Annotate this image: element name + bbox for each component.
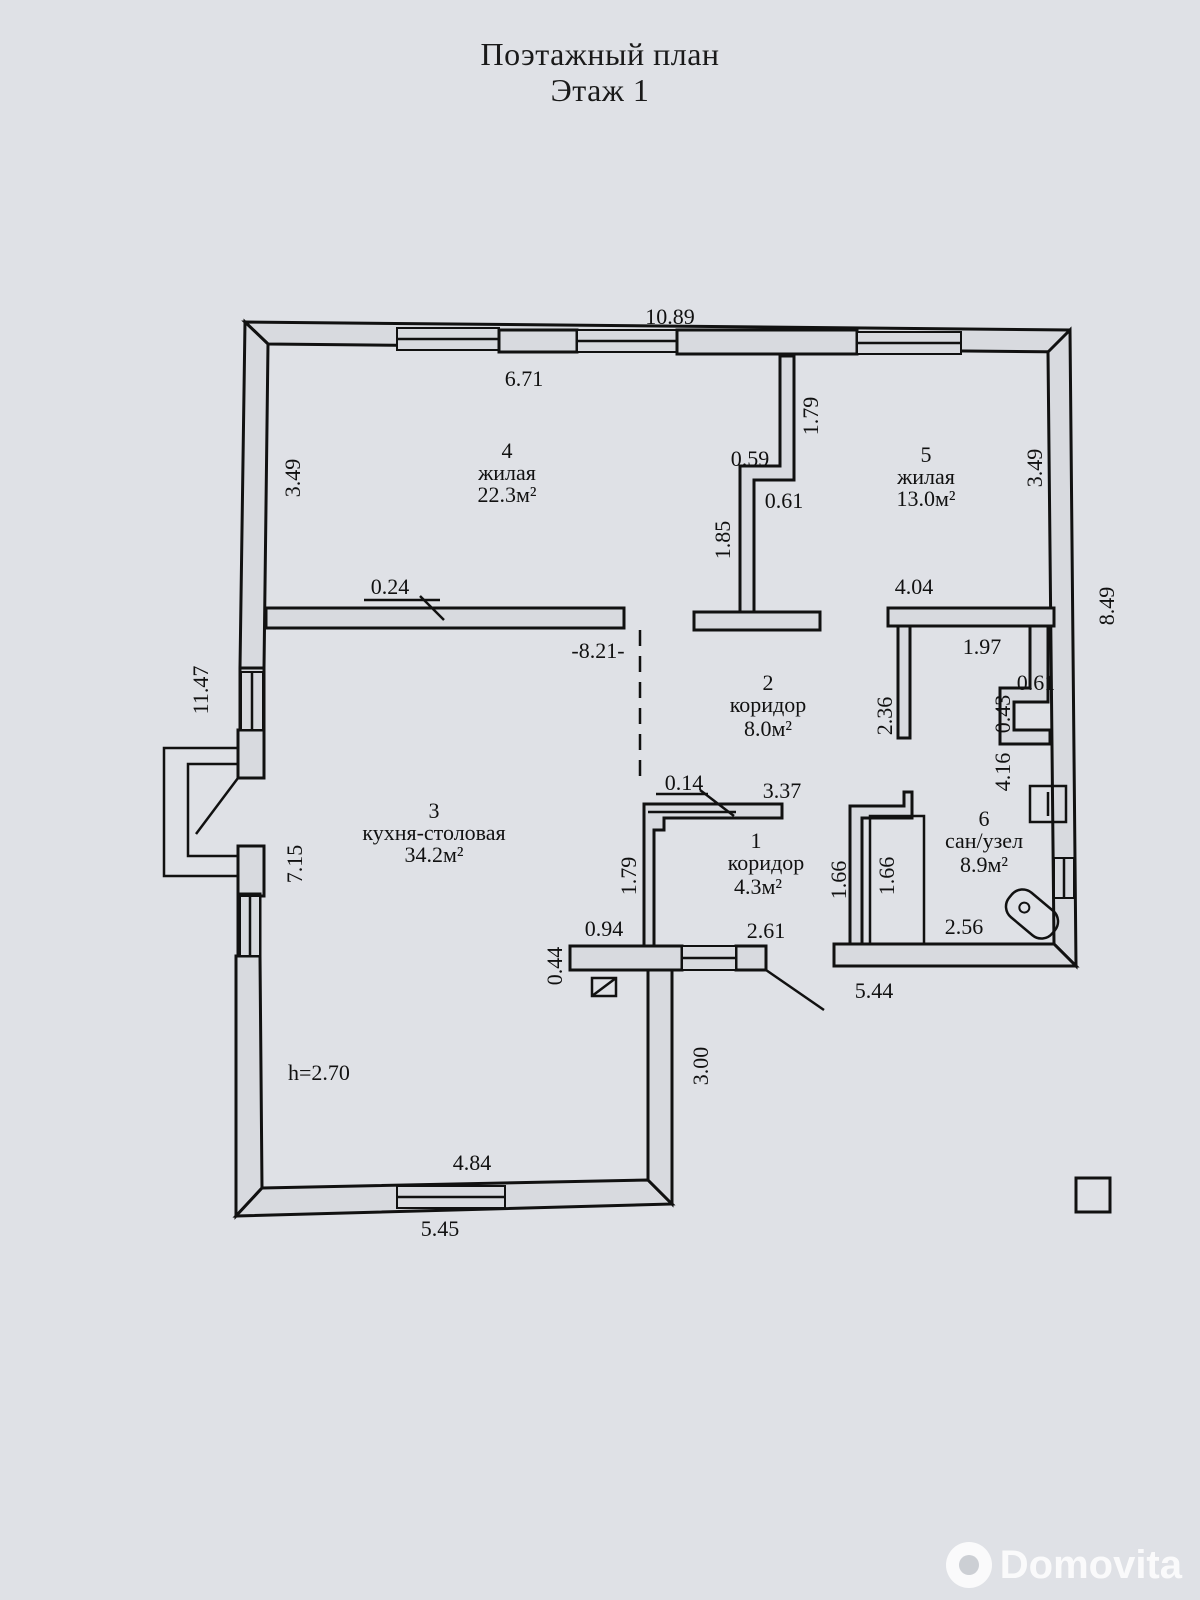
stove: [590, 976, 618, 998]
room-4-area: 22.3м²: [477, 482, 536, 507]
dim-044: 0.44: [542, 947, 567, 986]
toilet: [1004, 888, 1060, 940]
dim-261: 2.61: [747, 918, 786, 943]
entrance-door-swing: [765, 968, 825, 1012]
dim-partition-024: 0.24: [371, 574, 410, 599]
dim-right-room5: 3.49: [1022, 449, 1047, 488]
room-1-name: коридор: [728, 850, 805, 875]
room-6-name: сан/узел: [945, 828, 1023, 853]
dim-179-top: 1.79: [798, 397, 823, 436]
dim-416: 4.16: [990, 753, 1015, 792]
partition-vertical-236: [896, 624, 912, 740]
dim-061-a: 0.61: [765, 488, 804, 513]
left-wall-upper: [238, 318, 270, 670]
room-5-number: 5: [921, 442, 932, 467]
interior-walls: [264, 354, 1068, 1012]
entrance-pillar: [734, 944, 768, 972]
dim-404: 4.04: [895, 574, 934, 599]
room-4-name: жилая: [477, 460, 536, 485]
left-wall-pier-1: [236, 728, 266, 780]
room-6-number: 6: [979, 806, 990, 831]
partition-corridor-top: [692, 610, 822, 632]
room-6-area: 8.9м²: [960, 852, 1008, 877]
top-pier-1: [497, 328, 579, 354]
room-2-number: 2: [763, 670, 774, 695]
dim-059: 0.59: [731, 446, 770, 471]
left-wall-lower: [234, 954, 264, 1220]
room-5-name: жилая: [896, 464, 955, 489]
outer-walls: [232, 318, 1080, 1220]
room-1-number: 1: [751, 828, 762, 853]
bottom-right-wall: [832, 942, 1080, 968]
dim-061-b: 0.61: [1017, 670, 1056, 695]
scale-marker-square: [1074, 1176, 1112, 1214]
floor-label: Этаж 1: [550, 72, 650, 108]
dim-545: 5.45: [421, 1216, 460, 1241]
room-2-area: 8.0м²: [744, 716, 792, 741]
bathroom-left-wall: [848, 790, 914, 946]
dim-094: 0.94: [585, 916, 624, 941]
dim-179-bottom: 1.79: [616, 857, 641, 896]
dim-197: 1.97: [963, 634, 1002, 659]
room-3-area: 34.2м²: [404, 842, 463, 867]
room-labels: 4 жилая 22.3м² 5 жилая 13.0м² 2 коридор …: [362, 438, 1023, 899]
room-3-number: 3: [429, 798, 440, 823]
kitchen-right-wall: [646, 966, 674, 1208]
partition-room4-room5: [738, 354, 796, 614]
room-5-area: 13.0м²: [896, 486, 955, 511]
top-pier-2: [675, 328, 859, 356]
watermark-text: Domovita: [999, 1542, 1182, 1587]
bathtub: [868, 814, 926, 946]
dim-337: 3.37: [763, 778, 802, 803]
dim-014: 0.14: [665, 770, 704, 795]
sink: [1028, 784, 1068, 824]
dimension-labels: 10.89 6.71 3.49 3.49 8.49 11.47 7.15 0.2…: [188, 304, 1119, 1241]
plan-title: Поэтажный план: [480, 36, 720, 72]
watermark: Domovita: [945, 1542, 1182, 1588]
side-porch: [162, 746, 239, 878]
room-1-area: 4.3м²: [734, 874, 782, 899]
dim-185: 1.85: [710, 521, 735, 560]
dim-256: 2.56: [945, 914, 984, 939]
dim-043: 0.43: [990, 695, 1015, 734]
room-3-name: кухня-столовая: [362, 820, 505, 845]
dim-484: 4.84: [453, 1150, 492, 1175]
side-door-swing: [195, 777, 239, 835]
partition-corridor-1: [642, 802, 784, 948]
room-2-name: коридор: [730, 692, 807, 717]
dim-top-room4: 6.71: [505, 366, 544, 391]
dim-300: 3.00: [688, 1047, 713, 1086]
room-4-number: 4: [502, 438, 513, 463]
dim-left-total: 11.47: [188, 666, 213, 715]
entrance-wall: [568, 944, 684, 972]
windows: [239, 327, 1075, 1209]
dim-left-room4: 3.49: [280, 459, 305, 498]
left-wall-pier-2: [236, 844, 266, 898]
dim-corridor-length: -8.21-: [571, 638, 624, 663]
dim-top-total: 10.89: [645, 304, 695, 329]
dim-166-b: 1.66: [874, 857, 899, 896]
dim-236: 2.36: [872, 697, 897, 736]
dim-right-total: 8.49: [1094, 587, 1119, 626]
partition-room5-bottom: [886, 606, 1056, 628]
ceiling-height: h=2.70: [288, 1060, 350, 1085]
bathroom-niche: [998, 624, 1052, 746]
partition-room4-kitchen: [264, 606, 626, 630]
dim-left-kitchen: 7.15: [282, 845, 307, 884]
dim-166-a: 1.66: [826, 861, 851, 900]
dim-544: 5.44: [855, 978, 894, 1003]
domovita-logo-icon: [945, 1542, 992, 1588]
